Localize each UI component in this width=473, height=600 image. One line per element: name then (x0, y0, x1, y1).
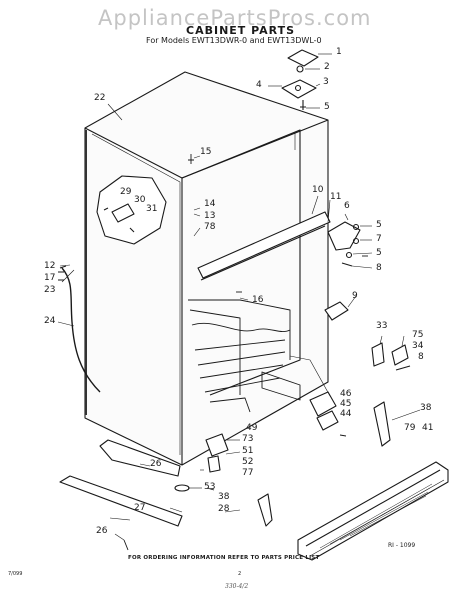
callout-26-upper: 26 (150, 459, 162, 469)
callout-27: 27 (134, 503, 146, 513)
leader-lines (57, 53, 421, 541)
callout-22: 22 (94, 93, 106, 103)
callout-41: 41 (422, 423, 434, 433)
callout-13: 13 (204, 211, 216, 221)
thermostat-parts (174, 433, 229, 492)
callout-26-lower: 26 (96, 526, 108, 536)
callout-7: 7 (376, 234, 382, 244)
callout-38-right: 38 (420, 403, 432, 413)
callout-75: 75 (412, 330, 424, 340)
callout-3: 3 (323, 77, 329, 87)
callout-78: 78 (204, 222, 216, 232)
callout-5-mid: 5 (376, 220, 382, 230)
callout-16: 16 (252, 295, 264, 305)
callout-8-lower: 8 (418, 352, 424, 362)
callout-17: 17 (44, 273, 56, 283)
callout-4: 4 (256, 80, 262, 90)
callout-12: 12 (44, 261, 56, 271)
callout-79: 79 (404, 423, 416, 433)
callout-30: 30 (134, 195, 146, 205)
drain-tube (59, 265, 101, 393)
hinge-bracket (324, 301, 349, 321)
callout-24: 24 (44, 316, 56, 326)
door-stop-rail (197, 211, 331, 281)
detail-inset (96, 175, 167, 245)
callout-51: 51 (242, 446, 254, 456)
callout-45: 45 (340, 399, 352, 409)
callout-11: 11 (330, 192, 342, 202)
diagram-subtitle: For Models EWT13DWR-0 and EWT13DWL-0 (146, 36, 322, 45)
callout-5-top: 5 (324, 102, 330, 112)
callout-6: 6 (344, 201, 350, 211)
callout-9: 9 (352, 291, 358, 301)
callout-73: 73 (242, 434, 254, 444)
ordering-note: FOR ORDERING INFORMATION REFER TO PARTS … (128, 555, 320, 561)
callout-53: 53 (204, 482, 216, 492)
center-hinge-parts (327, 221, 361, 267)
screws (58, 154, 368, 551)
callout-44: 44 (340, 409, 352, 419)
base-grille (297, 461, 449, 561)
handwritten-note: 330-4/2 (225, 583, 249, 590)
watermark-text: AppliancePartsPros.com (98, 6, 372, 30)
callout-28: 28 (218, 504, 230, 514)
callout-46: 46 (340, 389, 352, 399)
callout-33: 33 (376, 321, 388, 331)
callout-31: 31 (146, 204, 158, 214)
callout-14: 14 (204, 199, 216, 209)
cabinet-liner (188, 299, 301, 413)
bottom-hinge-parts (371, 342, 411, 371)
callout-38-left: 38 (218, 492, 230, 502)
callout-2: 2 (324, 62, 330, 72)
callout-8-upper: 8 (376, 263, 382, 273)
callout-10: 10 (312, 185, 324, 195)
callout-5-lower: 5 (376, 248, 382, 258)
insulation-pads (309, 391, 339, 431)
toe-grille-brackets (59, 401, 391, 527)
callout-77: 77 (242, 468, 254, 478)
callout-15: 15 (200, 147, 212, 157)
top-hinge-parts (281, 49, 319, 110)
callout-52: 52 (242, 457, 254, 467)
page-number: 2 (238, 571, 242, 577)
callout-29: 29 (120, 187, 132, 197)
callout-23: 23 (44, 285, 56, 295)
diagram-title: CABINET PARTS (186, 24, 296, 37)
callout-1: 1 (336, 47, 342, 57)
reference-code: RI - 1099 (388, 542, 416, 549)
page-code: 7/099 (8, 571, 23, 577)
callout-49: 49 (246, 423, 258, 433)
callout-34: 34 (412, 341, 424, 351)
